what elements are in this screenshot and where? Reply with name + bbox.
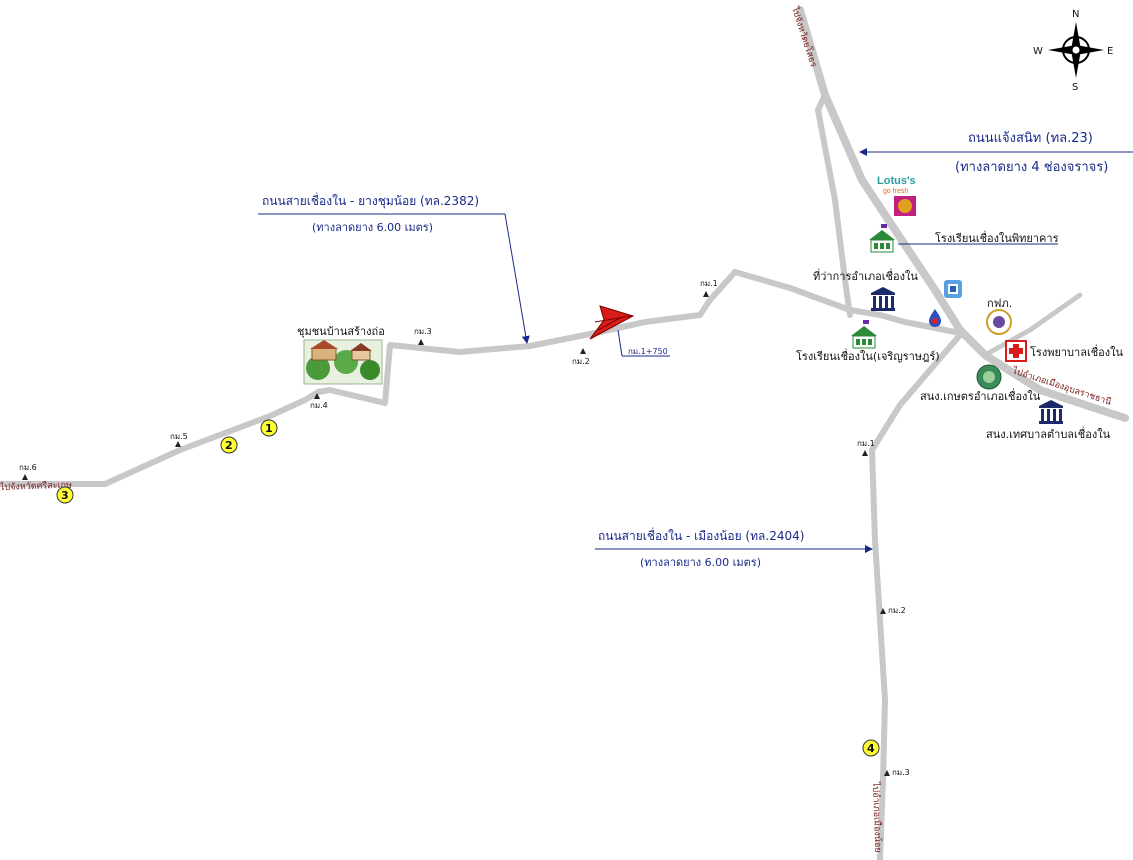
road-2382-surface: (ทางลาดยาง 6.00 เมตร) (312, 221, 433, 234)
site-marker-label: กม.1+750 (628, 347, 668, 356)
school-1: โรงเรียนเชื่องในพิทยาคาร (869, 224, 1059, 253)
point-3: 3 (56, 486, 74, 504)
school-2-label: โรงเรียนเชื่องใน(เจริญราษฎร์) (796, 348, 940, 363)
svg-text:กม.5: กม.5 (170, 432, 188, 441)
village-label: ชุมชนบ้านสร้างถ่อ (297, 325, 385, 338)
km-marker: กม.1 (700, 279, 718, 297)
district-office: ที่ว่าการอำเภอเชื่องใน (813, 268, 918, 311)
svg-text:กม.6: กม.6 (19, 463, 37, 472)
village-illustration: ชุมชนบ้านสร้างถ่อ (297, 325, 385, 385)
lotus-store: Lotus's go fresh (877, 175, 916, 216)
svg-text:กม.3: กม.3 (414, 327, 432, 336)
compass-e: E (1107, 46, 1113, 57)
road-2404-name: ถนนสายเชื่องใน - เมืองน้อย (ทล.2404) (598, 527, 804, 543)
fuel-station-icon (929, 309, 941, 327)
compass-s: S (1072, 82, 1078, 93)
district-office-label: ที่ว่าการอำเภอเชื่องใน (813, 268, 918, 283)
road-23-branch (815, 92, 853, 318)
government-building-icon (1039, 400, 1063, 424)
svg-text:กม.4: กม.4 (310, 401, 328, 410)
agri-office: สนง.เกษตรอำเภอเชื่องใน (920, 364, 1041, 403)
compass-rose: N S E W (1033, 9, 1113, 93)
municipal-office-label: สนง.เทศบาลตำบลเชื่องใน (986, 426, 1111, 441)
direction-south: ไปอำเภอเมืองน้อย (870, 781, 883, 853)
km-marker: กม.6 (19, 463, 37, 480)
svg-text:3: 3 (61, 489, 69, 502)
road-network (0, 6, 1129, 860)
school-icon (869, 224, 895, 253)
km-marker: กม.2 (880, 606, 906, 615)
lotus-logo: Lotus's (877, 175, 916, 187)
road-2382 (0, 269, 963, 487)
svg-text:2: 2 (225, 439, 233, 452)
km-marker: กม.2 (572, 348, 590, 366)
school-icon (851, 320, 877, 349)
svg-text:กม.3: กม.3 (892, 768, 910, 777)
road-ne-spur (982, 292, 1083, 358)
road-2382-name: ถนนสายเชื่องใน - ยางชุมน้อย (ทล.2382) (262, 192, 479, 209)
numbered-points: 1 2 3 4 (56, 419, 880, 757)
compass-n: N (1072, 9, 1079, 20)
bank-logo-icon (944, 280, 962, 298)
callout-road-23: ถนนแจ้งสนิท (ทล.23) (ทางลาดยาง 4 ช่องจรา… (859, 131, 1133, 175)
road-2404-surface: (ทางลาดยาง 6.00 เมตร) (640, 556, 761, 569)
svg-text:4: 4 (867, 742, 875, 755)
compass-w: W (1033, 46, 1043, 57)
callout-road-2404: ถนนสายเชื่องใน - เมืองน้อย (ทล.2404) (ทา… (595, 527, 873, 569)
school-2: โรงเรียนเชื่องใน(เจริญราษฎร์) (796, 320, 940, 363)
svg-text:กม.2: กม.2 (572, 357, 590, 366)
point-4: 4 (862, 739, 880, 757)
government-building-icon (871, 287, 895, 311)
road-2404 (869, 332, 963, 860)
road-23-surface: (ทางลาดยาง 4 ช่องจราจร) (955, 160, 1108, 175)
point-1: 1 (260, 419, 278, 437)
callout-road-2382: ถนนสายเชื่องใน - ยางชุมน้อย (ทล.2382) (ท… (258, 192, 530, 344)
svg-text:กม.1: กม.1 (857, 439, 875, 448)
km-marker: กม.3 (884, 768, 910, 777)
svg-text:กม.1: กม.1 (700, 279, 718, 288)
km-marker: กม.3 (414, 327, 432, 345)
hospital: โรงพยาบาลเชื่องใน (1005, 340, 1124, 362)
pea-office: กฟภ. (986, 297, 1012, 335)
km-marker: กม.4 (310, 393, 328, 410)
pea-label: กฟภ. (987, 297, 1012, 310)
km-marker: กม.5 (170, 432, 188, 447)
point-2: 2 (220, 436, 238, 454)
direction-west: ไปจังหวัดศรีสะเกษ (0, 479, 72, 493)
agri-office-label: สนง.เกษตรอำเภอเชื่องใน (920, 388, 1041, 403)
road-23-name: ถนนแจ้งสนิท (ทล.23) (968, 131, 1093, 146)
km-markers: กม.1 กม.2 กม.3 กม.4 กม.5 กม.6 กม.1 กม.2 (19, 279, 910, 777)
road-23-main (796, 6, 1129, 422)
school-1-label: โรงเรียนเชื่องในพิทยาคาร (935, 230, 1059, 245)
lotus-sub: go fresh (883, 188, 908, 195)
municipal-office: สนง.เทศบาลตำบลเชื่องใน (986, 400, 1111, 441)
km-marker: กม.1 (857, 439, 875, 456)
svg-text:กม.2: กม.2 (888, 606, 906, 615)
hospital-label: โรงพยาบาลเชื่องใน (1030, 344, 1124, 359)
site-marker: กม.1+750 (589, 305, 670, 357)
svg-text:1: 1 (265, 422, 273, 435)
